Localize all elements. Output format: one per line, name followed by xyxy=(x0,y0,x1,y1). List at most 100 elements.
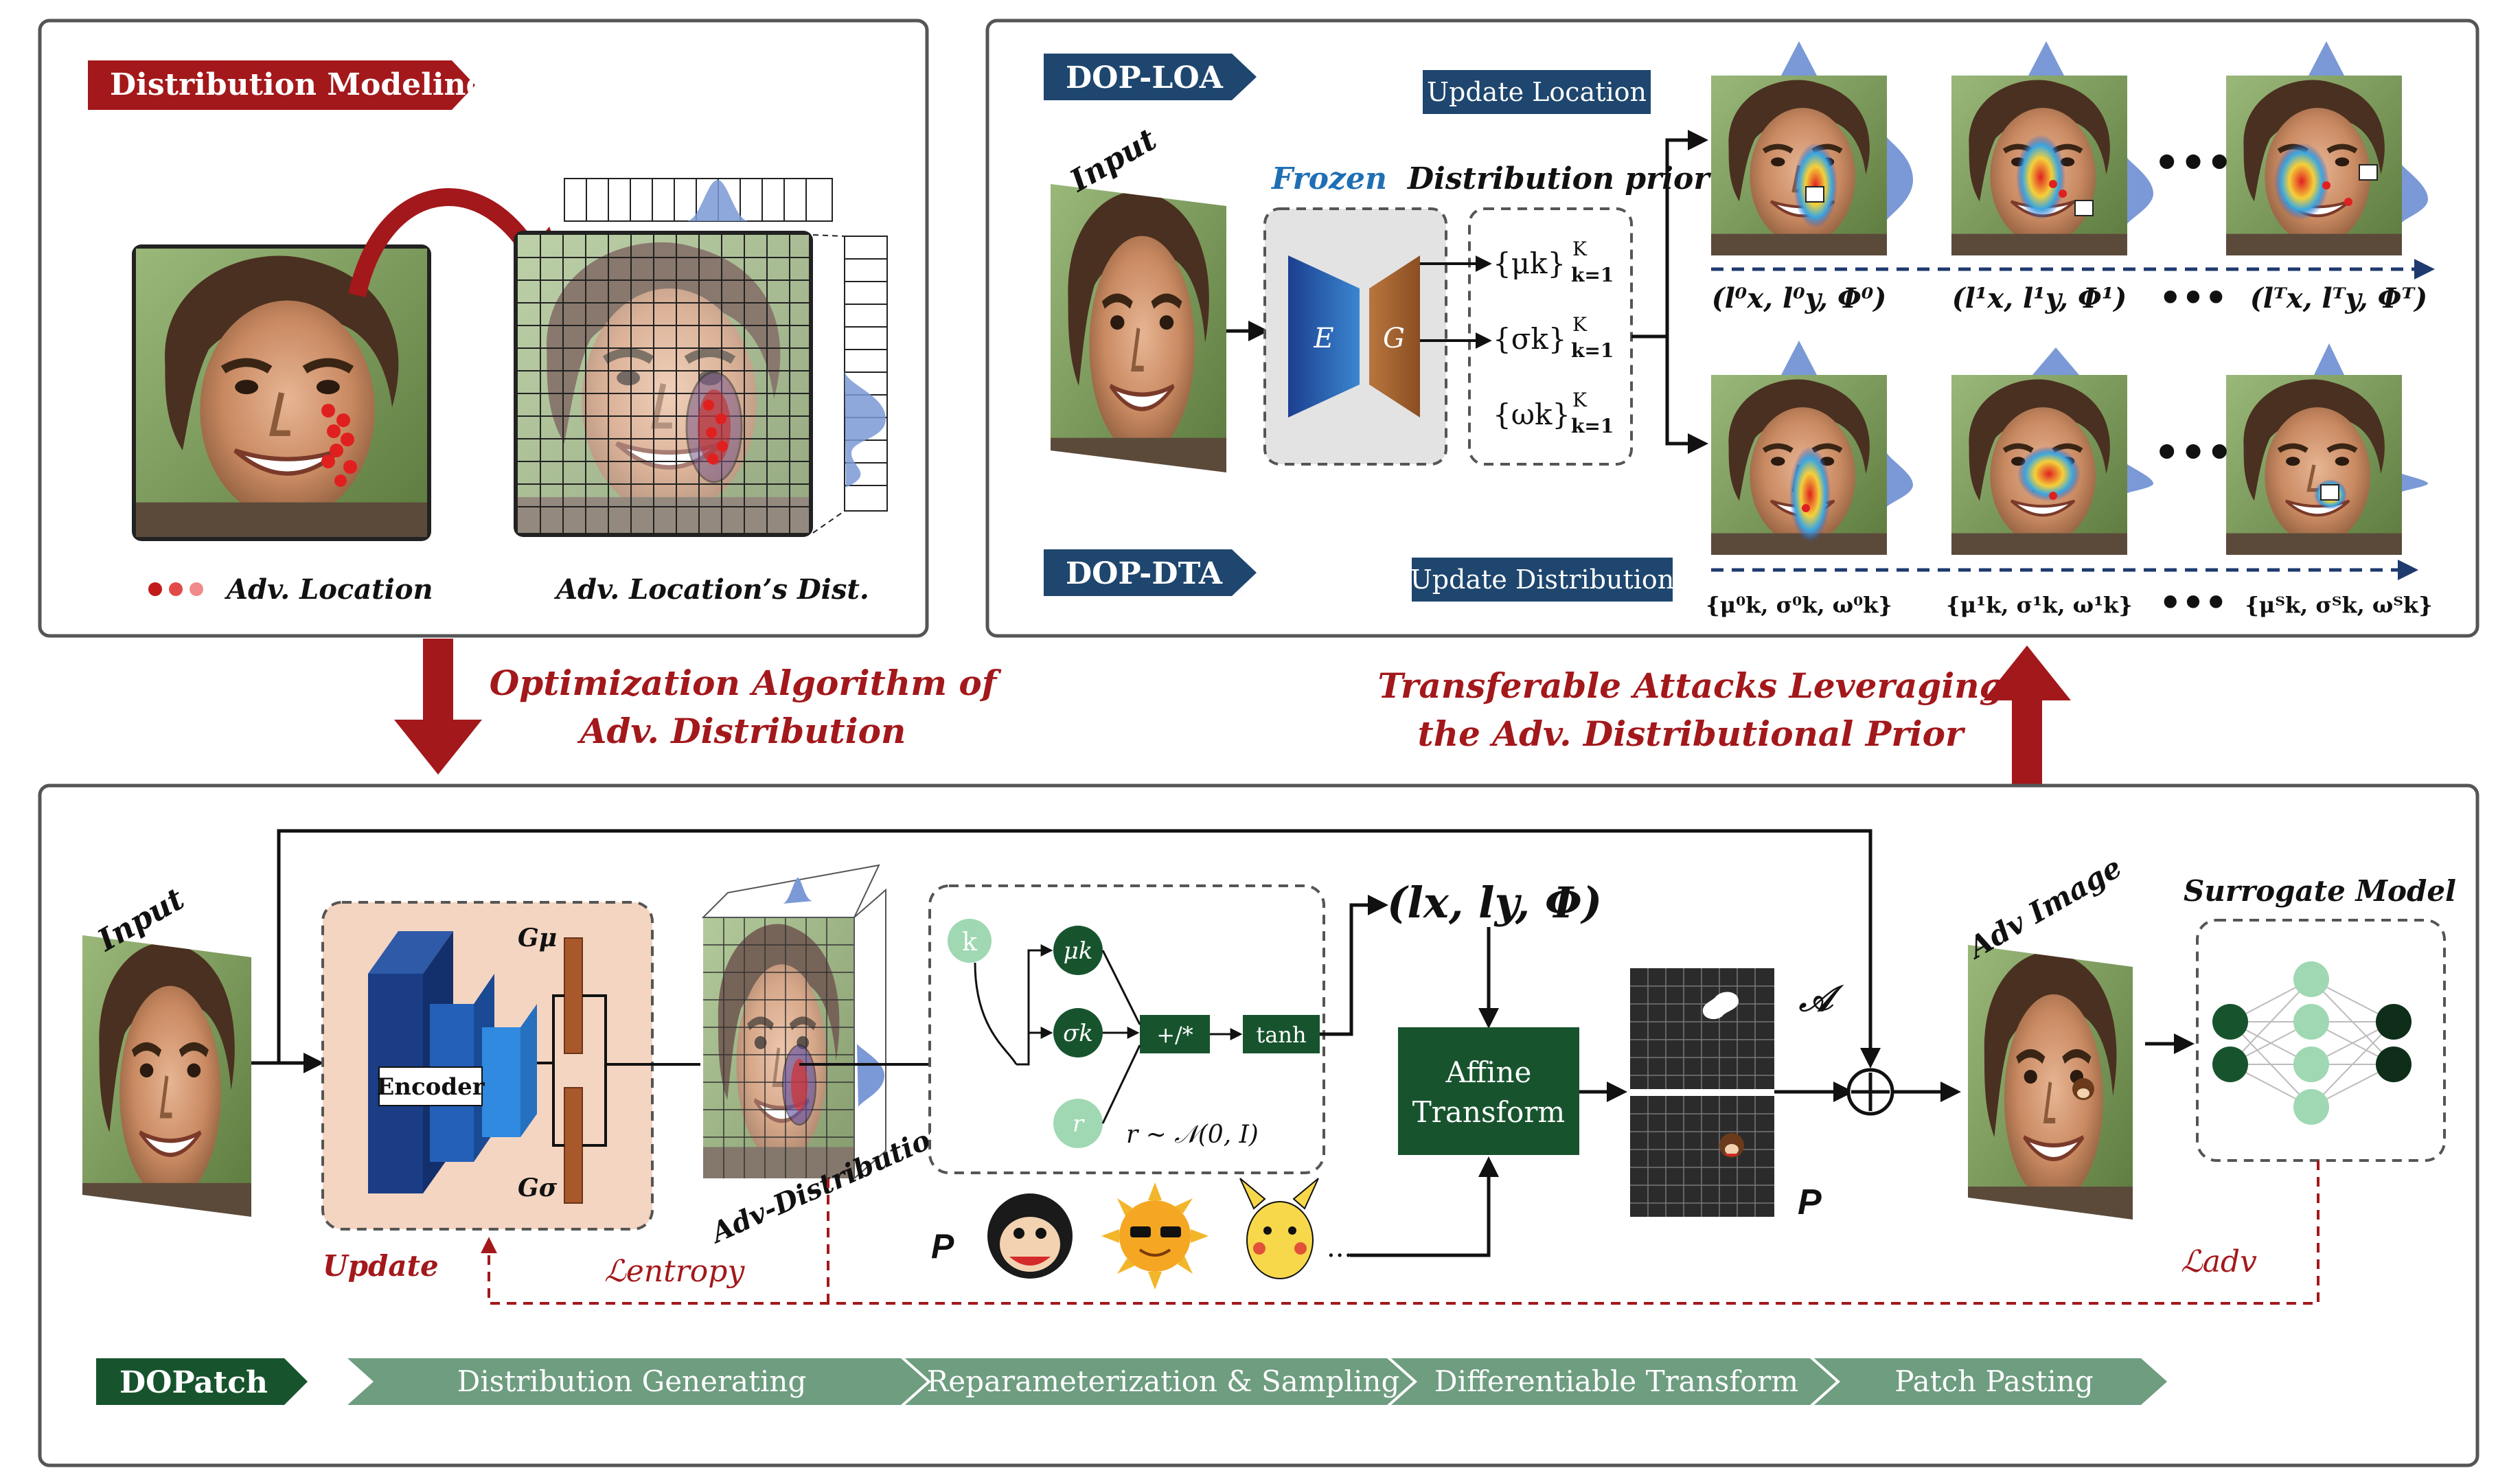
patch-label: P xyxy=(931,1227,954,1266)
transfer-caption-line1: Transferable Attacks Leveraging xyxy=(1377,665,2003,706)
affine-label-line2: Transform xyxy=(1412,1095,1565,1129)
node-mu-label: μk xyxy=(1064,937,1093,965)
loa-state-ellipsis: ••• xyxy=(2159,277,2227,319)
encoder-letter: E xyxy=(1313,323,1333,354)
top-histogram xyxy=(564,178,833,222)
transfer-caption-line2: the Adv. Distributional Prior xyxy=(1418,713,1966,754)
banner-distribution-modeling-text: Distribution Modeling xyxy=(110,67,487,102)
banner-distribution-modeling xyxy=(88,60,475,110)
dta-state-1: {μ¹k, σ¹k, ω¹k} xyxy=(1946,592,2133,618)
encoder-label-box xyxy=(378,1066,483,1106)
dta-state-ellipsis: ••• xyxy=(2159,582,2227,624)
output-tuple: (lx, ly, Φ) xyxy=(1387,878,1602,928)
update-location-badge xyxy=(1423,70,1651,114)
adv-distribution-face xyxy=(701,864,886,1180)
optimization-caption-line2: Adv. Distribution xyxy=(577,711,906,751)
mask-grid xyxy=(1630,968,1774,1089)
stage-differentiable-transform-text: Differentiable Transform xyxy=(1434,1364,1798,1398)
frozen-label: Frozen xyxy=(1270,161,1387,196)
adv-location-label: Adv. Location xyxy=(224,573,433,606)
surrogate-model-box xyxy=(2196,919,2446,1162)
right-histogram xyxy=(844,236,888,512)
dopatch-input-face xyxy=(82,935,251,1217)
stage-distribution-generating-text: Distribution Generating xyxy=(457,1364,807,1398)
prior-mu-sup: K xyxy=(1572,238,1588,260)
g-sigma-bar xyxy=(564,1087,583,1204)
adv-location-legend xyxy=(148,582,203,596)
arrow-down-red xyxy=(394,639,482,775)
dta-state-0: {μ⁰k, σ⁰k, ω⁰k} xyxy=(1706,592,1892,618)
arrow-up-red xyxy=(1983,645,2071,786)
feedback-loop xyxy=(481,1160,2319,1305)
affine-label-line1: Affine xyxy=(1445,1055,1532,1089)
node-r xyxy=(1053,1099,1103,1148)
tanh-box xyxy=(1243,1015,1320,1053)
update-label: Update xyxy=(323,1249,439,1283)
banner-dopatch-text: DOPatch xyxy=(119,1365,268,1400)
panel-distribution-modeling: Distribution Modeling xyxy=(38,19,929,638)
stage-distribution-generating xyxy=(347,1358,927,1405)
affine-transform-box xyxy=(1398,1027,1579,1155)
prior-omega: {ωk} xyxy=(1493,398,1570,431)
loa-state-T: (lᵀx, lᵀy, Φᵀ) xyxy=(2250,282,2427,315)
prior-sigma-sub: k=1 xyxy=(1571,339,1614,362)
banner-dop-dta xyxy=(1044,549,1257,596)
op-box xyxy=(1140,1015,1210,1053)
noise-label: r ~ 𝒩(0, I) xyxy=(1126,1121,1259,1149)
stage-patch-pasting xyxy=(1814,1358,2167,1405)
g-sigma-label: Gσ xyxy=(518,1174,558,1202)
g-mu-label: Gμ xyxy=(518,924,557,952)
neural-net-nodes xyxy=(2212,961,2412,1125)
generator-letter: G xyxy=(1383,323,1405,354)
face-image-grid xyxy=(514,231,813,537)
banner-dop-loa xyxy=(1044,54,1257,100)
stage-differentiable-transform xyxy=(1391,1358,1836,1405)
optimization-caption-line1: Optimization Algorithm of xyxy=(490,663,1002,703)
adv-image-face xyxy=(1968,945,2133,1220)
loss-adv-label: ℒadv xyxy=(2181,1244,2257,1279)
dta-ellipsis: ••• xyxy=(2153,429,2232,477)
sun-patch-icon xyxy=(1101,1182,1209,1290)
g-mu-bar xyxy=(564,937,583,1054)
loa-thumbnails xyxy=(1711,41,2428,255)
encoder-trapezoid xyxy=(1288,255,1360,418)
loa-ellipsis: ••• xyxy=(2153,139,2232,187)
prior-omega-sup: K xyxy=(1572,389,1588,411)
prior-sigma: {σk} xyxy=(1493,322,1567,356)
face-image-left xyxy=(132,244,431,541)
encoder-label: Encoder xyxy=(376,1073,485,1101)
node-r-label: r xyxy=(1073,1110,1085,1138)
prior-sigma-sup: K xyxy=(1572,313,1588,336)
monkey-patch-icon xyxy=(987,1193,1073,1279)
node-k-label: k xyxy=(962,928,978,957)
op-label: +/* xyxy=(1156,1022,1193,1048)
panel-dopatch: Input Encoder Gμ Gσ Update xyxy=(38,784,2479,1467)
banner-dopatch xyxy=(96,1358,308,1405)
encoder-block xyxy=(368,931,537,1193)
patch-grid xyxy=(1630,1096,1774,1217)
node-sigma xyxy=(1053,1008,1103,1057)
prior-mu-sub: k=1 xyxy=(1571,264,1614,286)
panel-dop: DOP-LOA DOP-DTA Update Location Update D… xyxy=(985,19,2479,638)
stage-reparameterization-text: Reparameterization & Sampling xyxy=(927,1364,1400,1398)
dta-state-T: {μᵀk, σᵀk, ωᵀk} xyxy=(2245,592,2432,618)
loa-state-0: (l⁰x, l⁰y, Φ⁰) xyxy=(1712,282,1887,315)
patch-symbol: P xyxy=(1798,1182,1822,1222)
stage-patch-pasting-text: Patch Pasting xyxy=(1894,1364,2093,1398)
prior-omega-sub: k=1 xyxy=(1571,415,1614,437)
adv-location-dist-label: Adv. Location’s Dist. xyxy=(553,573,869,606)
update-location-text: Update Location xyxy=(1427,77,1647,107)
dta-thumbnails xyxy=(1711,341,2428,555)
pikachu-patch-icon xyxy=(1239,1178,1319,1279)
stage-reparameterization xyxy=(905,1358,1413,1405)
distribution-prior-label: Distribution prior xyxy=(1406,161,1711,196)
bypass-line xyxy=(277,829,1881,1068)
loss-entropy-label: ℒentropy xyxy=(604,1254,745,1289)
update-distribution-badge xyxy=(1412,558,1673,602)
dop-input-face xyxy=(1051,184,1226,472)
prior-mu: {μk} xyxy=(1493,247,1566,280)
patch-ellipsis: ... xyxy=(1327,1232,1353,1264)
banner-dop-loa-text: DOP-LOA xyxy=(1066,60,1224,95)
